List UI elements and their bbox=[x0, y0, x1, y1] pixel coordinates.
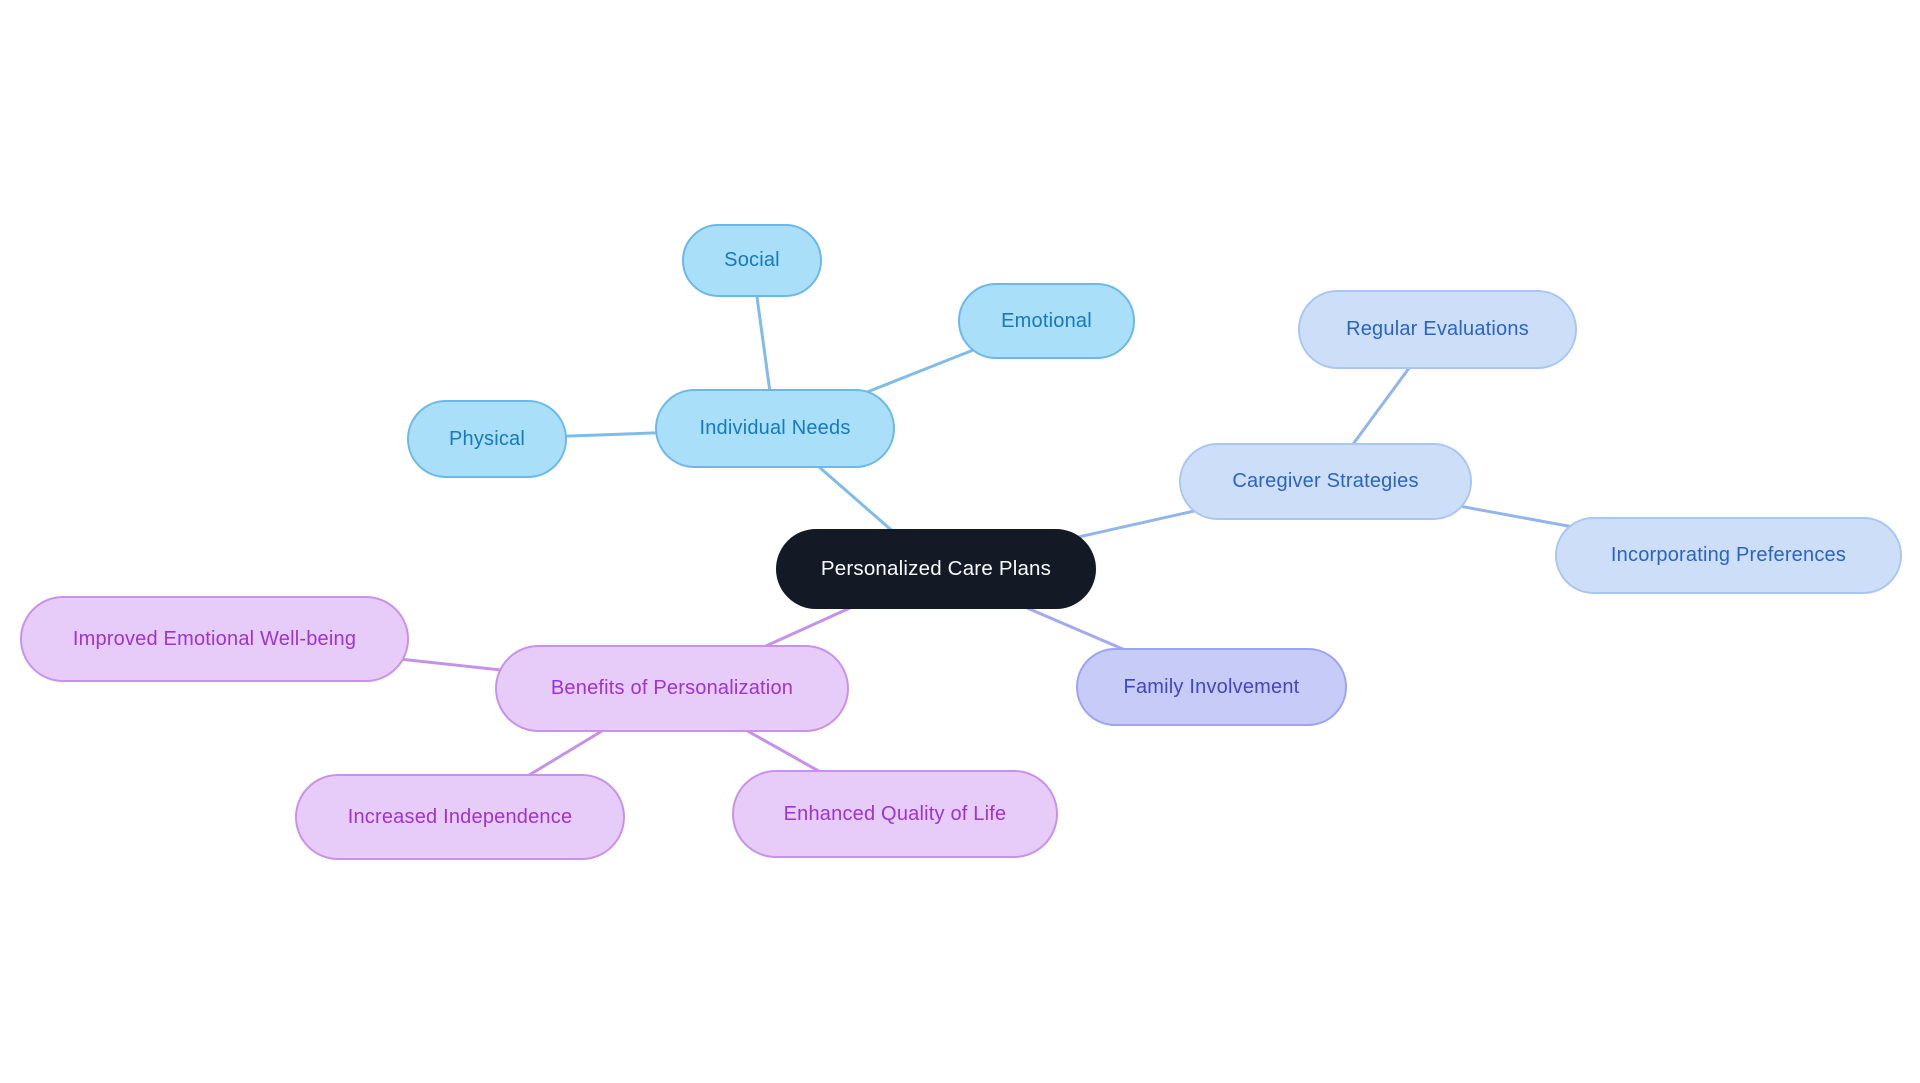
node-benefits-of-personalization[interactable]: Benefits of Personalization bbox=[495, 645, 849, 732]
node-personalized-care-plans[interactable]: Personalized Care Plans bbox=[776, 529, 1096, 609]
node-individual-needs[interactable]: Individual Needs bbox=[655, 389, 895, 468]
node-improved-emotional-well-being[interactable]: Improved Emotional Well-being bbox=[20, 596, 409, 682]
node-social[interactable]: Social bbox=[682, 224, 822, 297]
node-emotional[interactable]: Emotional bbox=[958, 283, 1135, 359]
node-increased-independence[interactable]: Increased Independence bbox=[295, 774, 625, 860]
node-incorporating-preferences[interactable]: Incorporating Preferences bbox=[1555, 517, 1902, 594]
node-family-involvement[interactable]: Family Involvement bbox=[1076, 648, 1347, 726]
node-regular-evaluations[interactable]: Regular Evaluations bbox=[1298, 290, 1577, 369]
node-enhanced-quality-of-life[interactable]: Enhanced Quality of Life bbox=[732, 770, 1058, 858]
node-physical[interactable]: Physical bbox=[407, 400, 567, 478]
node-caregiver-strategies[interactable]: Caregiver Strategies bbox=[1179, 443, 1472, 520]
